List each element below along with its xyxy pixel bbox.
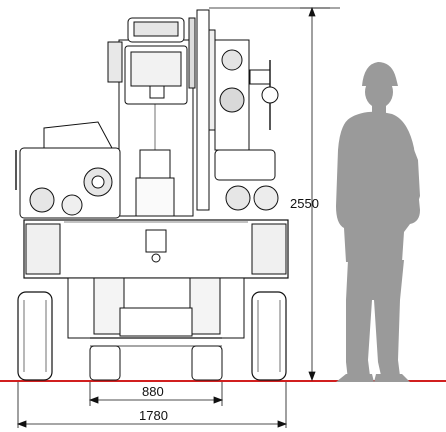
- machine-front-view: [15, 7, 330, 381]
- lower-frame: [67, 277, 245, 347]
- left-mechanism: [15, 121, 121, 219]
- outer-width-dimension: [16, 382, 288, 428]
- center-right-wheel: [191, 345, 223, 381]
- chassis: [23, 219, 289, 279]
- center-left-wheel: [89, 345, 121, 381]
- inner-width-dimension: [88, 382, 224, 406]
- inner-width-label: 880: [142, 384, 164, 399]
- outer-width-label: 1780: [139, 408, 168, 423]
- left-wheel: [17, 291, 53, 381]
- right-mechanism: [214, 39, 279, 211]
- human-silhouette: [336, 62, 420, 382]
- height-label: 2550: [290, 196, 319, 211]
- right-wheel: [251, 291, 287, 381]
- height-dimension: [300, 6, 340, 382]
- mast: [107, 7, 330, 217]
